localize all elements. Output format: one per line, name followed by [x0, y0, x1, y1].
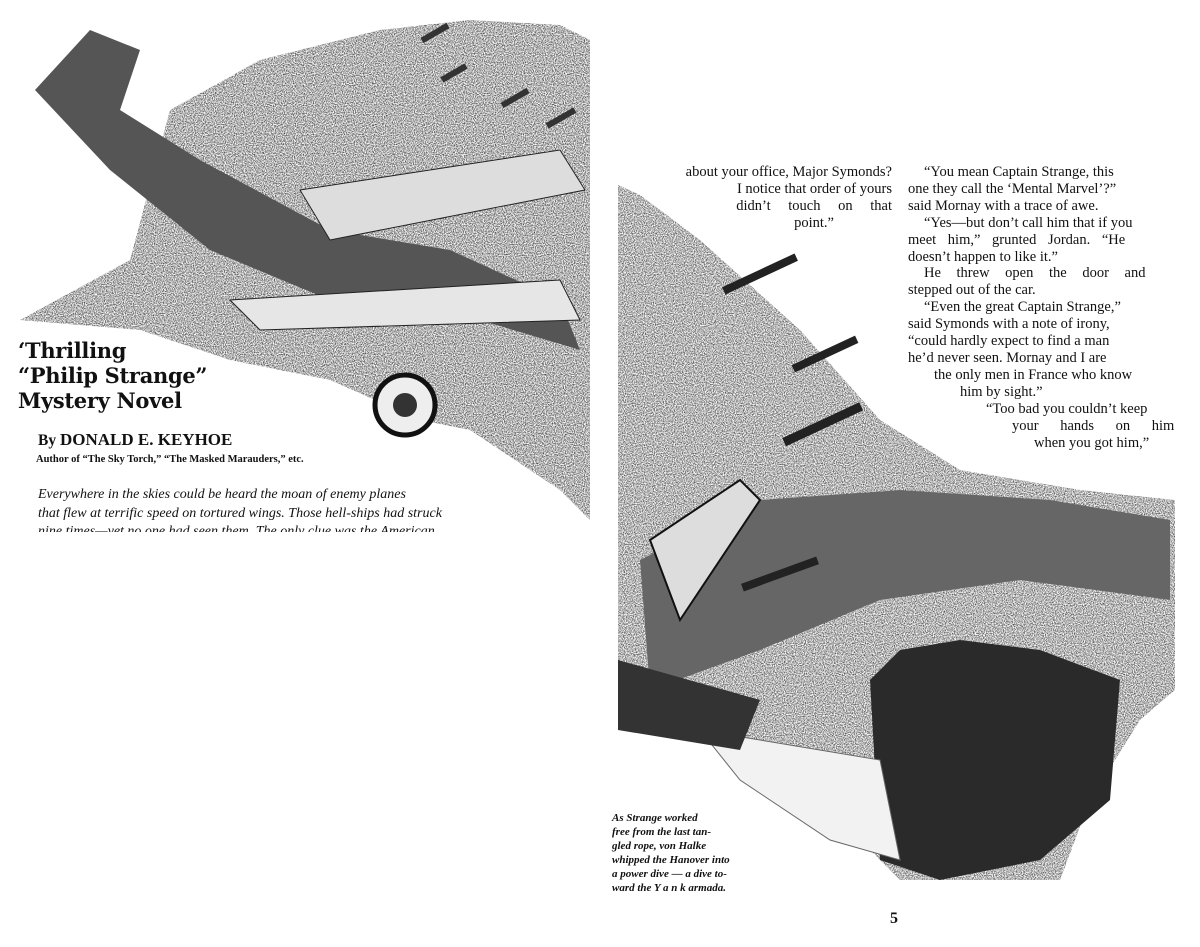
armada-castle-illustration — [618, 185, 1175, 880]
text-line: point.” — [794, 214, 834, 231]
text-line: He threw open the door and — [924, 265, 1146, 282]
text-column-2: “You mean Captain Strange, this one they… — [908, 164, 1186, 451]
caption-line: ward the Y a n k armada. — [612, 882, 726, 894]
text-line: I notice that order of yours — [736, 180, 892, 197]
text-line: “Even the great Captain Strange,” — [924, 299, 1121, 316]
kicker-line: ‘Thrilling — [18, 338, 127, 363]
text-line: “Too bad you couldn’t keep — [986, 400, 1148, 417]
blurb-line: that flew at terrific speed on tortured … — [38, 505, 442, 521]
story-blurb: Everywhere in the skies could be heard t… — [38, 486, 578, 532]
story-kicker: ‘Thrilling “Philip Strange” Mystery Nove… — [18, 338, 208, 413]
caption-line: As Strange worked — [612, 812, 698, 824]
text-line: about your office, Major Symonds? — [685, 164, 892, 180]
text-line: didn’t touch on that — [736, 197, 892, 214]
text-line: “You mean Captain Strange, this — [924, 164, 1114, 180]
caption-line: gled rope, von Halke — [612, 840, 707, 852]
text-line: him by sight.” — [960, 383, 1043, 400]
caption-line: whipped the Hanover into — [612, 854, 730, 866]
blurb-line: Everywhere in the skies could be heard t… — [38, 487, 406, 502]
text-line: the only men in France who know — [934, 366, 1133, 383]
caption-line: a power dive — a dive to- — [612, 868, 727, 880]
author-credits: Author of “The Sky Torch,” “The Masked M… — [36, 454, 304, 465]
kicker-line: “Philip Strange” — [18, 363, 208, 388]
blurb-line: nine times—yet no one had seen them. The… — [38, 524, 435, 532]
text-line: “Yes—but don’t call him that if you — [924, 214, 1133, 231]
page-number: 5 — [890, 910, 898, 927]
text-line: one they call the ‘Mental Marvel’?” — [908, 180, 1117, 197]
text-line: said Mornay with a trace of awe. — [908, 197, 1099, 214]
kicker-line: Mystery Novel — [18, 388, 182, 413]
text-line: “could hardly expect to find a man — [908, 333, 1110, 350]
byline-prefix: By — [38, 432, 57, 449]
text-line: stepped out of the car. — [908, 282, 1036, 299]
caption-line: free from the last tan- — [612, 826, 711, 838]
text-line: meet him,” grunted Jordan. “He — [908, 231, 1126, 248]
text-line: he’d never seen. Mornay and I are — [908, 349, 1107, 366]
illustration-caption: As Strange worked free from the last tan… — [612, 811, 730, 895]
text-column-1: about your office, Major Symonds? I noti… — [630, 164, 892, 232]
text-line: your hands on him — [1012, 417, 1175, 434]
author-name: DONALD E. KEYHOE — [59, 430, 233, 449]
biplane-illustration — [20, 20, 590, 520]
text-line: doesn’t happen to like it.” — [908, 248, 1058, 265]
text-line: when you got him,” — [1034, 434, 1150, 451]
byline: By DONALD E. KEYHOE — [38, 430, 232, 450]
text-line: said Symonds with a note of irony, — [908, 316, 1110, 333]
